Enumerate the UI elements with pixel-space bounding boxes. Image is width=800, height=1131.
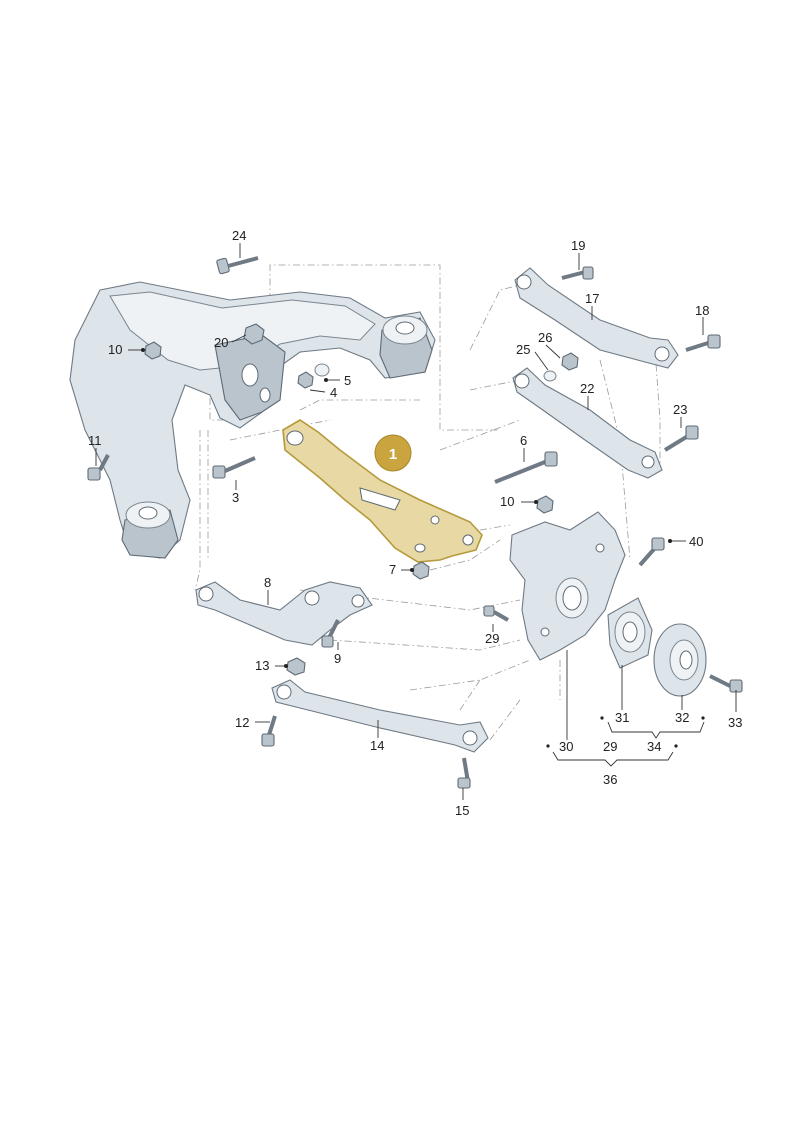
part-1-badge-label: 1 [389, 446, 397, 463]
label-29-assembly: 29 [603, 739, 617, 754]
label-6: 6 [520, 433, 527, 448]
label-19: 19 [571, 238, 585, 253]
label-14: 14 [370, 738, 384, 753]
label-23: 23 [673, 402, 687, 417]
label-32: 32 [675, 710, 689, 725]
label-29-bolt: 29 [485, 631, 499, 646]
label-31: 31 [615, 710, 629, 725]
assembly-brackets [546, 716, 705, 767]
label-25: 25 [516, 342, 530, 357]
label-40: 40 [689, 534, 703, 549]
rear-subframe [69, 281, 436, 559]
part-1-control-arm-highlighted[interactable] [282, 419, 483, 563]
wheel-bearing-31[interactable] [607, 597, 653, 669]
label-20: 20 [214, 335, 228, 350]
tie-rod-14[interactable] [271, 679, 489, 753]
upper-control-arm-17[interactable] [514, 267, 679, 369]
label-13: 13 [255, 658, 269, 673]
label-4: 4 [330, 385, 337, 400]
label-9: 9 [334, 651, 341, 666]
wheel-hub-32[interactable] [653, 623, 707, 697]
label-7: 7 [389, 562, 396, 577]
label-24: 24 [232, 228, 246, 243]
control-arm-8[interactable] [195, 581, 373, 646]
label-34: 34 [647, 739, 661, 754]
part-number-labels: 24 20 10 5 4 11 3 6 10 7 8 9 13 12 14 15… [88, 228, 742, 818]
label-22: 22 [580, 381, 594, 396]
label-17: 17 [585, 291, 599, 306]
label-10-upper: 10 [108, 342, 122, 357]
leader-lines [95, 243, 737, 800]
wheel-carrier-30[interactable] [509, 511, 626, 661]
label-15: 15 [455, 803, 469, 818]
label-33: 33 [728, 715, 742, 730]
label-11: 11 [88, 433, 102, 448]
label-12: 12 [235, 715, 249, 730]
label-26: 26 [538, 330, 552, 345]
label-5: 5 [344, 373, 351, 388]
label-36: 36 [603, 772, 617, 787]
label-3: 3 [232, 490, 239, 505]
fasteners [87, 256, 743, 789]
label-8: 8 [264, 575, 271, 590]
label-18: 18 [695, 303, 709, 318]
control-arm-22[interactable] [512, 367, 663, 479]
label-10-middle: 10 [500, 494, 514, 509]
part-1-badge[interactable]: 1 [374, 434, 412, 472]
label-30: 30 [559, 739, 573, 754]
